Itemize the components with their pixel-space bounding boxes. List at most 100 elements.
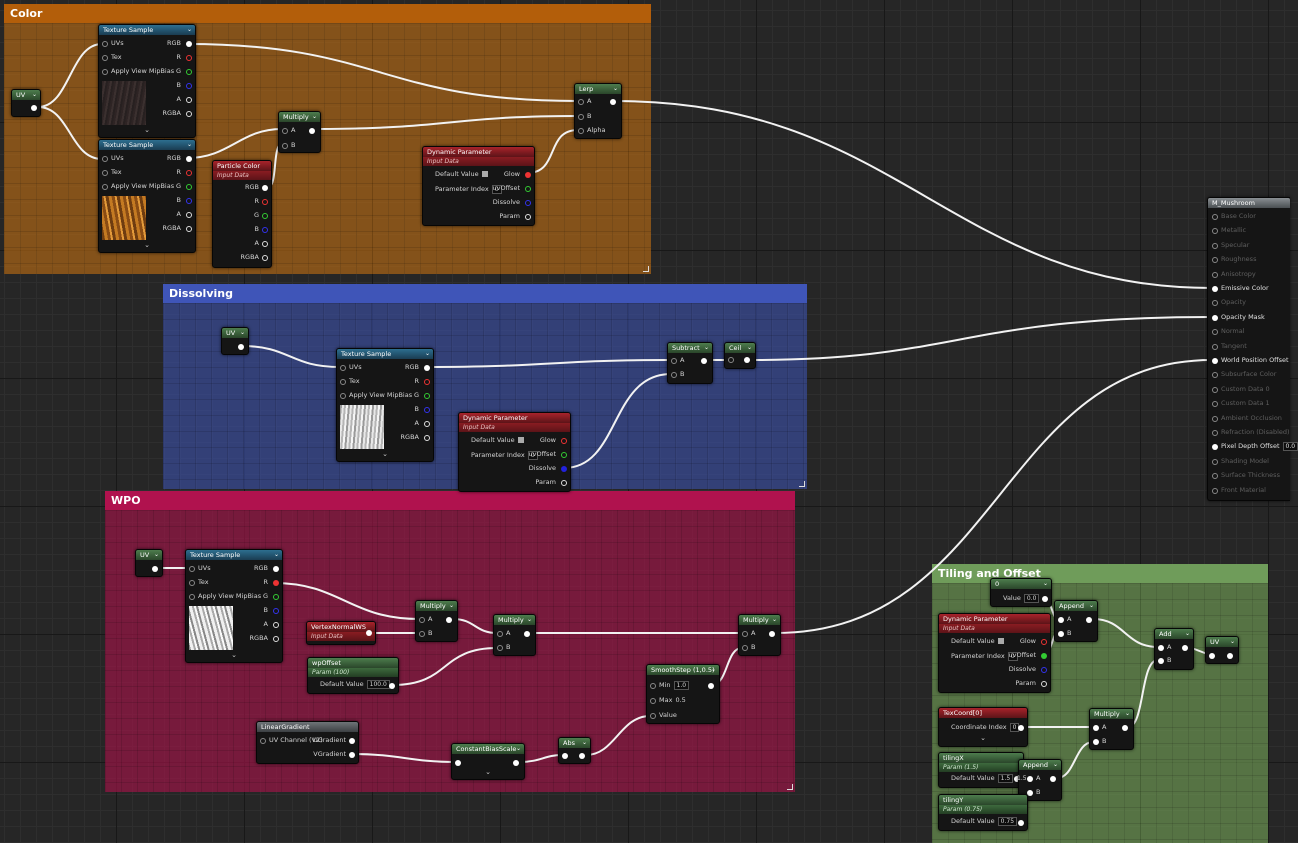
chevron-down-icon[interactable]: ⌄ <box>1229 638 1235 645</box>
output-pin[interactable] <box>1042 596 1048 602</box>
chevron-down-icon[interactable]: ⌄ <box>581 739 587 746</box>
uvs-pin[interactable] <box>340 365 346 371</box>
mip-pin[interactable] <box>340 393 346 399</box>
texture-sample-node[interactable]: Texture Sample⌄ UVs Tex Apply View MipBi… <box>98 139 196 253</box>
value-input-pin[interactable] <box>650 713 656 719</box>
default-value-field[interactable]: 100.0 <box>366 680 390 689</box>
chevron-down-icon[interactable]: ⌄ <box>31 91 37 98</box>
uv-node[interactable]: UV⌄ <box>221 327 249 355</box>
output-pin[interactable] <box>769 631 775 637</box>
r-pin[interactable] <box>186 55 192 61</box>
b-pin[interactable] <box>186 198 192 204</box>
material-input[interactable]: Metallic <box>1212 226 1246 235</box>
material-input-pin[interactable] <box>1212 300 1218 307</box>
material-input-pin[interactable] <box>1212 358 1218 364</box>
rgb-pin[interactable] <box>262 185 268 191</box>
b-input-pin[interactable] <box>742 645 748 651</box>
input-pin[interactable] <box>1209 653 1215 659</box>
output-pin[interactable] <box>708 683 714 689</box>
material-input-pin[interactable] <box>1212 314 1218 321</box>
default-value-swatch[interactable] <box>481 171 488 177</box>
input-pin[interactable] <box>728 357 734 363</box>
chevron-down-icon[interactable]: ⌄ <box>746 344 752 351</box>
g-pin[interactable] <box>186 184 192 190</box>
alpha-input-pin[interactable] <box>578 128 584 134</box>
rgb-pin[interactable] <box>186 156 192 162</box>
output-pin[interactable] <box>366 630 372 636</box>
dynamic-parameter-node[interactable]: Dynamic Parameter Input Data Default Val… <box>458 412 571 492</box>
material-input-pin[interactable] <box>1212 242 1218 249</box>
a-input-pin[interactable] <box>1027 776 1033 782</box>
param-pin[interactable] <box>1041 681 1047 687</box>
rgba-pin[interactable] <box>273 636 279 642</box>
expand-chevron-icon[interactable]: ⌄ <box>144 126 150 134</box>
material-input-pin[interactable] <box>1212 228 1218 235</box>
value-field[interactable]: 0.0 <box>1023 594 1040 603</box>
material-input[interactable]: Subsurface Color <box>1212 370 1276 379</box>
g-pin[interactable] <box>262 213 268 219</box>
chevron-down-icon[interactable]: ⌄ <box>515 745 521 752</box>
a-input-pin[interactable] <box>497 631 503 637</box>
texture-sample-node[interactable]: Texture Sample⌄ UVs Tex Apply View MipBi… <box>185 549 283 663</box>
a-pin[interactable] <box>273 622 279 628</box>
input-pin[interactable] <box>562 753 568 759</box>
mip-pin[interactable] <box>102 69 108 75</box>
multiply-node[interactable]: Multiply⌄ A B <box>415 600 458 642</box>
b-input-pin[interactable] <box>419 631 425 637</box>
material-input[interactable]: Refraction (Disabled) <box>1212 428 1290 437</box>
ugradient-pin[interactable] <box>349 738 355 744</box>
b-input-pin[interactable] <box>1058 631 1064 637</box>
g-pin[interactable] <box>273 594 279 600</box>
material-input[interactable]: Ambient Occlusion <box>1212 414 1282 423</box>
max-input-pin[interactable] <box>650 698 656 704</box>
output-pin[interactable] <box>744 357 750 363</box>
append-node[interactable]: Append⌄ A B <box>1054 600 1098 642</box>
material-input-pin[interactable] <box>1212 401 1218 408</box>
material-input-pin[interactable] <box>1212 214 1218 220</box>
material-input[interactable]: Shading Model <box>1212 457 1269 466</box>
output-pin[interactable] <box>1018 725 1024 731</box>
material-input[interactable]: Tangent <box>1212 342 1247 351</box>
rgb-pin[interactable] <box>273 566 279 572</box>
material-input-pin[interactable] <box>1212 386 1218 393</box>
append-node[interactable]: Append⌄ A 1.5 B <box>1017 759 1062 801</box>
a-pin[interactable] <box>186 97 192 103</box>
material-input[interactable]: Anisotropy <box>1212 270 1256 279</box>
multiply-node[interactable]: Multiply⌄ A B <box>493 614 536 656</box>
a-pin[interactable] <box>186 212 192 218</box>
g-pin[interactable] <box>424 393 430 399</box>
tex-pin[interactable] <box>340 379 346 385</box>
chevron-down-icon[interactable]: ⌄ <box>186 141 192 148</box>
default-value-field[interactable]: 1.5 <box>997 774 1014 783</box>
material-input[interactable]: Custom Data 0 <box>1212 385 1270 394</box>
mip-pin[interactable] <box>189 594 195 600</box>
material-input[interactable]: Custom Data 1 <box>1212 399 1270 408</box>
default-value-swatch[interactable] <box>997 638 1004 644</box>
expand-chevron-icon[interactable]: ⌄ <box>980 734 986 742</box>
material-input[interactable]: Opacity <box>1212 298 1246 307</box>
b-pin[interactable] <box>273 608 279 614</box>
vgradient-pin[interactable] <box>349 752 355 758</box>
b-pin[interactable] <box>424 407 430 413</box>
min-input-pin[interactable] <box>650 683 656 689</box>
output-pin[interactable] <box>309 128 315 134</box>
rgba-pin[interactable] <box>186 226 192 232</box>
a-input-pin[interactable] <box>1058 617 1064 623</box>
chevron-down-icon[interactable]: ⌄ <box>186 26 192 33</box>
chevron-down-icon[interactable]: ⌄ <box>448 602 454 609</box>
output-pin[interactable] <box>1227 653 1233 659</box>
a-input-pin[interactable] <box>671 358 677 364</box>
b-pin[interactable] <box>186 83 192 89</box>
material-input[interactable]: Front Material <box>1212 486 1266 495</box>
material-input[interactable]: Normal <box>1212 327 1245 336</box>
chevron-down-icon[interactable]: ⌄ <box>1052 761 1058 768</box>
expand-chevron-icon[interactable]: ⌄ <box>382 450 388 458</box>
r-pin[interactable] <box>186 170 192 176</box>
resize-handle[interactable] <box>787 784 793 790</box>
b-input-pin[interactable] <box>671 372 677 378</box>
max-value[interactable]: 0.5 <box>675 696 686 704</box>
rgba-pin[interactable] <box>186 111 192 117</box>
output-pin[interactable] <box>1050 776 1056 782</box>
